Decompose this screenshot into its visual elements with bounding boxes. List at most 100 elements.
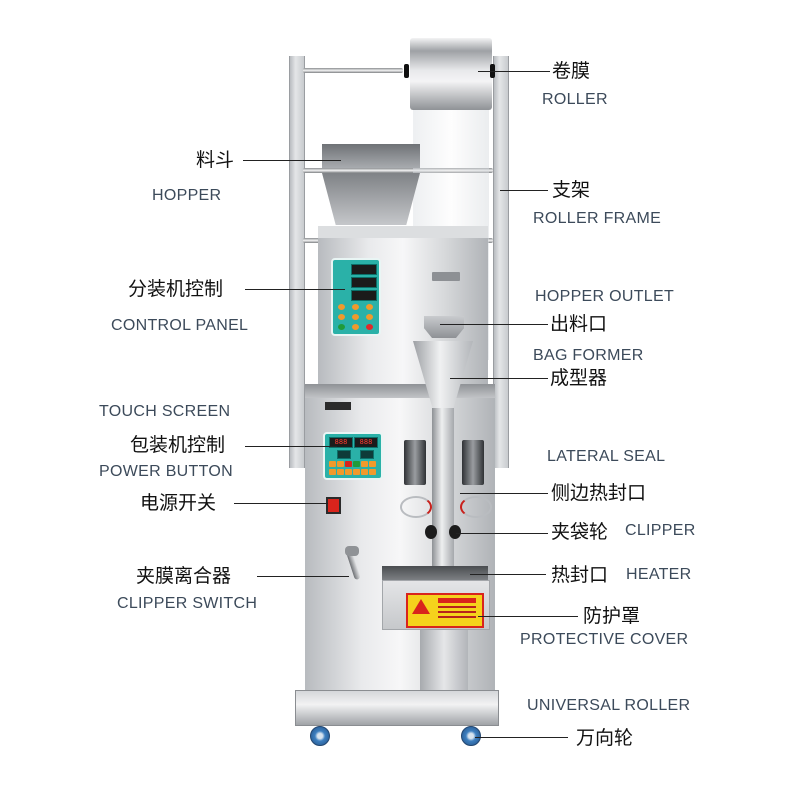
label-lateral-seal-cn: 侧边热封口 (551, 482, 647, 504)
upper-key[interactable] (338, 304, 345, 310)
lower-led-4 (360, 450, 374, 459)
label-control-panel-cn: 分装机控制 (128, 278, 224, 300)
lower-key[interactable] (345, 469, 352, 475)
label-clipper-switch-cn: 夹膜离合器 (136, 565, 232, 587)
leader-bag-former (450, 378, 548, 379)
label-universal-roller-cn: 万向轮 (576, 727, 634, 749)
leader-roller (478, 71, 550, 72)
power-switch[interactable] (326, 497, 341, 514)
bag-former-tube (432, 408, 454, 578)
label-touch-screen-cn: 包装机控制 (130, 434, 226, 456)
leader-hopper (243, 160, 341, 161)
caster-wheel-left (310, 726, 330, 746)
leader-hopper-outlet (440, 324, 548, 325)
upper-key[interactable] (366, 304, 373, 310)
lower-key[interactable] (329, 469, 336, 475)
warning-header-bar (438, 598, 476, 603)
lower-key[interactable] (337, 469, 344, 475)
upper-key[interactable] (352, 304, 359, 310)
leader-protective-cover (478, 616, 578, 617)
label-roller-cn: 卷膜 (552, 60, 591, 82)
leader-power-button (234, 503, 328, 504)
lower-key[interactable] (345, 461, 352, 467)
lower-key[interactable] (361, 469, 368, 475)
heater-wire-left (400, 496, 432, 518)
label-control-panel-en: CONTROL PANEL (111, 317, 249, 334)
label-touch-screen-en: TOUCH SCREEN (99, 403, 231, 420)
caster-wheel-right (461, 726, 481, 746)
leader-clipper-switch (257, 576, 349, 577)
hopper-outlet (424, 316, 464, 338)
warning-text-line (438, 611, 476, 613)
label-heater-en: HEATER (626, 566, 692, 583)
upper-key[interactable] (366, 314, 373, 320)
label-clipper-switch-en: CLIPPER SWITCH (117, 595, 258, 612)
warning-triangle-icon (412, 599, 430, 614)
lower-key[interactable] (361, 461, 368, 467)
label-roller-en: ROLLER (542, 91, 608, 108)
leader-clipper (456, 533, 548, 534)
upper-led-2 (351, 277, 377, 288)
lower-key[interactable] (337, 461, 344, 467)
clipper-wheel-left (425, 525, 437, 539)
leader-universal-roller (475, 737, 568, 738)
warning-sticker (406, 593, 484, 628)
label-protective-cover-en: PROTECTIVE COVER (520, 631, 689, 648)
roller-frame-right-post (493, 56, 509, 468)
clipper-switch-knob[interactable] (345, 546, 359, 556)
label-heater-cn: 热封口 (551, 564, 609, 586)
machine-base (295, 690, 499, 726)
heater-jaws (382, 566, 488, 584)
lower-key[interactable] (353, 461, 360, 467)
brand-plate-upper (432, 272, 460, 281)
lower-key[interactable] (369, 469, 376, 475)
lateral-seal-right (462, 440, 484, 485)
upper-key[interactable] (338, 314, 345, 320)
lateral-seal-left (404, 440, 426, 485)
film-roll (410, 38, 492, 110)
label-hopper-en: HOPPER (152, 187, 222, 204)
label-clipper-en: CLIPPER (625, 522, 696, 539)
label-bag-former-en: BAG FORMER (533, 347, 644, 364)
label-power-button-en: POWER BUTTON (99, 463, 233, 480)
lower-key[interactable] (369, 461, 376, 467)
leader-heater (470, 574, 546, 575)
upper-led-3 (351, 290, 377, 301)
leader-roller-frame (500, 190, 548, 191)
brand-plate-lower (325, 402, 351, 410)
doser-top-plate (318, 226, 488, 238)
hopper-top (322, 144, 420, 168)
label-power-button-cn: 电源开关 (140, 492, 217, 514)
upper-key[interactable] (352, 324, 359, 330)
upper-control-panel[interactable] (331, 258, 381, 336)
warning-text-line (438, 616, 476, 618)
label-bag-former-cn: 成型器 (550, 367, 608, 389)
upper-start-key[interactable] (338, 324, 345, 330)
label-hopper-outlet-cn: 出料口 (550, 313, 608, 335)
touch-screen-panel[interactable]: 888 888 (323, 432, 383, 480)
label-protective-cover-cn: 防护罩 (583, 605, 641, 627)
warning-text-line (438, 606, 476, 608)
label-lateral-seal-en: LATERAL SEAL (547, 448, 666, 465)
hopper-funnel (322, 173, 420, 225)
lower-key[interactable] (329, 461, 336, 467)
heater-wire-right (460, 496, 492, 518)
lower-led-3 (337, 450, 351, 459)
upper-stop-key[interactable] (366, 324, 373, 330)
label-universal-roller-en: UNIVERSAL ROLLER (527, 697, 691, 714)
lower-led-1: 888 (329, 437, 353, 448)
label-clipper-cn: 夹袋轮 (551, 521, 609, 543)
roller-frame-left-post (289, 56, 305, 468)
clipper-wheel-right (449, 525, 461, 539)
label-roller-frame-cn: 支架 (552, 179, 591, 201)
leader-lateral-seal (460, 493, 548, 494)
frame-rod-middle (303, 168, 493, 173)
leader-touch-screen (245, 446, 337, 447)
lower-key[interactable] (353, 469, 360, 475)
label-hopper-outlet-en: HOPPER OUTLET (535, 288, 675, 305)
roller-rod (303, 68, 403, 73)
leader-control-panel (245, 289, 345, 290)
upper-key[interactable] (352, 314, 359, 320)
label-hopper-cn: 料斗 (196, 149, 235, 171)
lower-led-2: 888 (354, 437, 378, 448)
